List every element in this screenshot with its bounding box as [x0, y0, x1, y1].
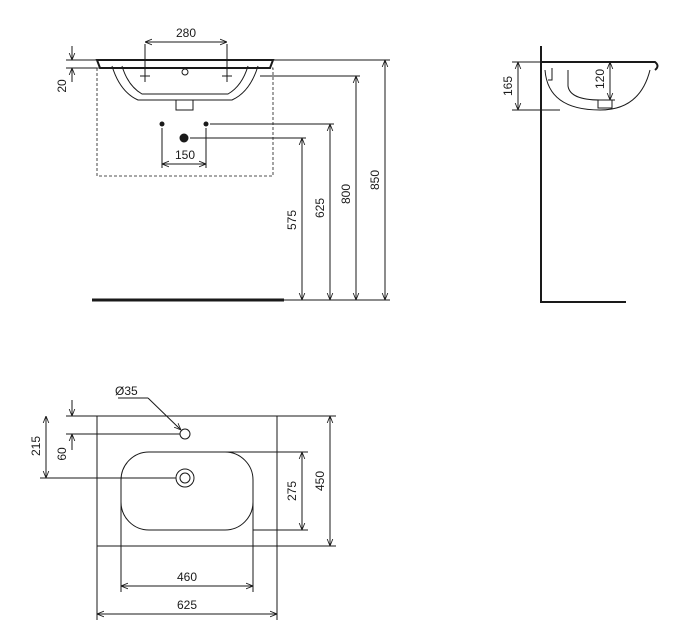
- side-overflow: [548, 68, 553, 81]
- waste-point-left: [159, 121, 165, 127]
- top-view: Ø35 60 215 275 450 460 625: [29, 384, 336, 620]
- drain-point: [179, 133, 189, 143]
- dim-bowl-width: 275: [285, 481, 299, 501]
- drain-inner: [179, 472, 191, 484]
- dim-drain-height: 575: [285, 210, 299, 230]
- side-basin-top: [541, 61, 659, 71]
- side-trap: [597, 99, 613, 109]
- basin-outline: [96, 415, 278, 547]
- basin-bowl-inner: [121, 65, 249, 95]
- dim-drain-spacing: 150: [175, 148, 195, 162]
- dim-drain-from-back: 215: [29, 436, 43, 456]
- drain: [175, 468, 195, 488]
- dim-basin-height: 165: [501, 76, 515, 96]
- waste-point-right: [203, 121, 209, 127]
- side-basin-bowl: [544, 69, 651, 111]
- dim-bowl-length: 460: [177, 570, 197, 584]
- dim-tap-hole-spacing: 280: [176, 26, 196, 40]
- front-view: 280 20 150 575 625 800 85: [55, 26, 390, 302]
- tap-hole: [179, 428, 191, 440]
- side-basin-inner: [567, 70, 601, 101]
- wall: [540, 46, 626, 303]
- basin-bowl-profile: [111, 65, 259, 101]
- drain-outlet: [175, 100, 194, 111]
- bowl-outline: [120, 451, 254, 531]
- side-view: 165 120: [501, 46, 659, 303]
- dim-rim-thickness: 20: [55, 79, 69, 93]
- tap-hole-left: [140, 64, 150, 82]
- tap-hole-center: [181, 68, 189, 76]
- dim-tap-hole-diameter: Ø35: [115, 384, 138, 398]
- dim-overall-width: 625: [177, 598, 197, 612]
- dim-bowl-depth: 120: [593, 69, 607, 89]
- basin-top-slab: [95, 59, 275, 69]
- dim-rim-height: 800: [339, 184, 353, 204]
- dim-waste-height: 625: [313, 198, 327, 218]
- dim-top-height: 850: [368, 170, 382, 190]
- tap-hole-right: [222, 64, 232, 82]
- dim-tap-from-back: 60: [55, 447, 69, 461]
- dim-overall-depth: 450: [313, 471, 327, 491]
